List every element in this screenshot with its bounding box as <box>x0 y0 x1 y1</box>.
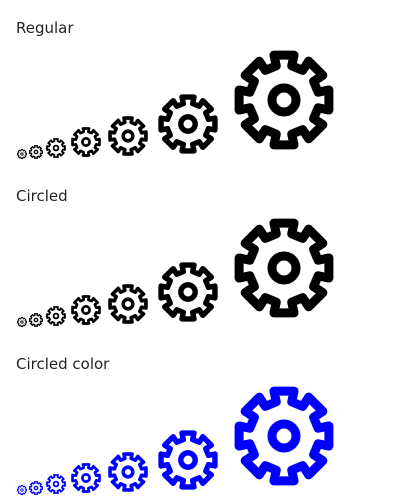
gear-icon <box>17 317 27 327</box>
section-circled: Circled <box>0 168 400 336</box>
gear-icon <box>158 262 218 322</box>
gear-icon <box>29 313 43 327</box>
gear-icon <box>17 485 27 495</box>
section-regular: Regular <box>0 0 400 168</box>
gear-icon <box>29 145 43 159</box>
gear-icon <box>17 149 27 159</box>
gear-icon <box>158 94 218 154</box>
section-title: Regular <box>16 19 74 37</box>
gear-icon <box>46 138 66 158</box>
gear-icon <box>108 284 148 324</box>
gear-icon <box>71 127 101 157</box>
gear-icon <box>234 50 334 150</box>
section-circled-color: Circled color <box>0 336 400 504</box>
section-title: Circled <box>16 187 68 205</box>
gear-icon <box>234 386 334 486</box>
gear-icon <box>71 463 101 493</box>
gear-icon <box>108 116 148 156</box>
gear-icon <box>108 452 148 492</box>
section-title: Circled color <box>16 355 110 373</box>
gear-icon <box>46 306 66 326</box>
gear-icon <box>71 295 101 325</box>
gear-icon <box>158 430 218 490</box>
gear-icon <box>46 474 66 494</box>
gear-icon <box>234 218 334 318</box>
gear-icon <box>29 481 43 495</box>
